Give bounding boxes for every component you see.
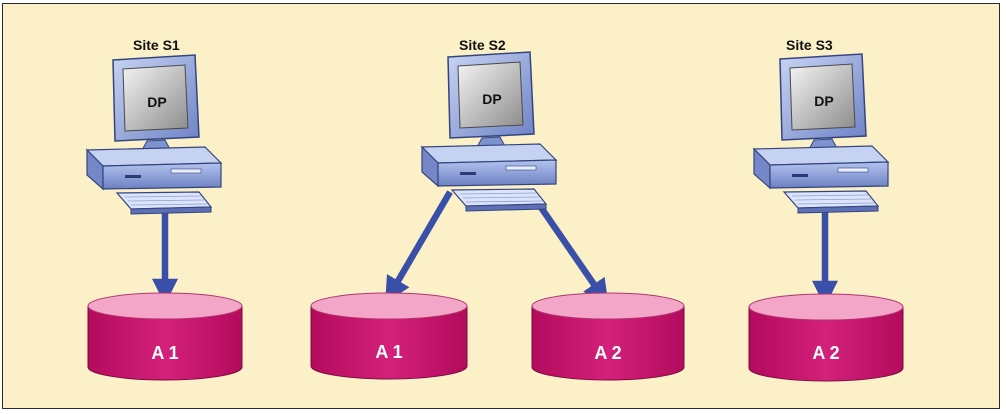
computer-screen-label: DP [814,93,833,109]
database-cylinder-icon: A 2 [748,293,904,382]
arrow-s2-to-a2 [537,204,609,306]
desktop-computer-icon: DP [421,51,557,212]
database-label: A 2 [594,343,621,363]
database-label: A 1 [151,343,178,363]
site-s2-label: Site S2 [459,37,506,53]
site-s1-label: Site S1 [133,37,180,53]
computer-screen-label: DP [482,91,501,107]
database-label: A 1 [375,342,402,362]
desktop-computer-icon: DP [753,53,889,214]
arrow-s2-to-a1 [385,190,453,304]
database-cylinder-icon: A 1 [87,292,243,381]
database-cylinder-icon: A 2 [531,292,685,381]
database-cylinder-icon: A 1 [310,292,468,380]
database-label: A 2 [812,343,839,363]
computer-screen-label: DP [147,94,166,110]
site-s3-label: Site S3 [786,37,833,53]
desktop-computer-icon: DP [86,54,222,215]
